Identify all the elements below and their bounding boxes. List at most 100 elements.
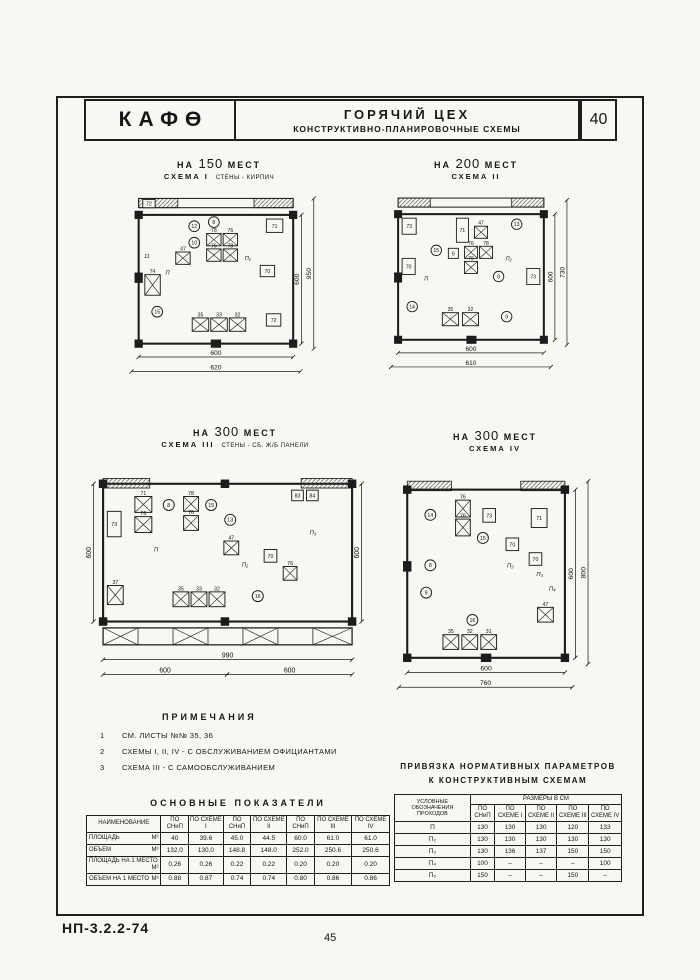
passage-size-value: 100 [588,856,622,870]
indicator-value: 0.88 [160,872,189,886]
dimension-tick [91,619,96,624]
note-text: СХЕМА III - С САМООБСЛУЖИВАНИЕМ [122,763,276,772]
indicators-name-header: НАИМЕНОВАНИЕ [85,815,162,833]
equipment-label: 33 [216,312,222,318]
passage-label: П₂ [245,256,252,262]
equipment-label: 16 [469,618,475,624]
equipment-box [265,313,282,327]
passage-label: П [424,276,428,282]
passage-symbol: П [394,820,471,834]
dimension-label: 600 [354,547,361,559]
plan-3-seats: 300 [214,424,240,439]
plan-1-walls [134,197,298,348]
equipment-box [106,510,122,538]
indicators-col-header: ПО СНиП [222,815,252,833]
plan-2-schema: СХЕМА II [378,172,574,181]
equipment-box [526,267,541,285]
dimension-label: 600 [480,665,492,672]
passage-label: П₂ [507,563,514,569]
equipment-circle [500,310,513,323]
dimension-label: 600 [547,271,554,282]
equipment-box [528,552,543,566]
equipment-label: 32 [214,586,220,592]
equipment-label: 76 [211,243,217,249]
dimension-tick [290,354,296,360]
indicator-value: 61.0 [351,831,390,845]
passage-symbol: П₃ [394,844,471,858]
dimension-tick [311,196,317,201]
equipment-label: 76 [227,228,233,234]
plan-3-annotation: СТЕНЫ - СБ. Ж/Б ПАНЕЛИ [221,443,309,449]
dimension-label: 760 [480,680,492,687]
binding-col-header: ПО СХЕМЕ III [556,804,590,822]
dimension-label: 610 [466,360,477,367]
dimension-tick [311,346,317,352]
passage-label: П₂ [506,256,513,262]
plan-4-schema: СХЕМА IV [382,444,608,453]
passage-size-value: 130 [469,844,496,858]
indicators-col-header: ПО СХЕМЕ I [188,815,224,833]
equipment-label: 14 [409,304,415,310]
indicator-value: 0.22 [250,855,288,874]
dimension-tick [585,661,591,667]
document-number: НП-3.2.2-74 [62,920,150,936]
dimension-tick [552,211,558,217]
equipment-circle [430,244,442,257]
equipment-label: 32 [235,312,241,318]
passage-label: П₄ [549,587,556,593]
equipment-label: 70 [265,269,271,275]
equipment-circle [205,498,218,511]
passage-size-value: 150 [469,868,496,882]
equipment-box [401,257,416,275]
note-text: СМ. ЛИСТЫ №№ 35, 36 [122,731,214,740]
dimension-label: 600 [159,667,171,674]
dimension-tick [562,670,568,675]
equipment-label: 15 [154,310,160,316]
plan-1-annotation: СТЕНЫ - КИРПИЧ [215,175,275,181]
plan-4-title-suffix: МЕСТ [503,432,537,442]
indicators-title: ОСНОВНЫЕ ПОКАЗАТЕЛИ [150,798,326,808]
passage-size-value: – [524,868,558,882]
plan-1-title-suffix: МЕСТ [227,160,261,170]
equipment-box [455,217,469,243]
plan-2-title: НА 200 МЕСТ [378,156,574,171]
note-item: 1 СМ. ЛИСТЫ №№ 35, 36 [100,731,402,740]
passage-size-value: 137 [524,844,558,858]
dimension-label: 620 [210,364,221,371]
equipment-circle [420,586,433,599]
plan-1-title: НА 150 МЕСТ [116,156,322,171]
equipment-label: 35 [448,629,454,635]
dimension-label: 730 [559,267,566,278]
dimension-tick [573,487,578,493]
indicator-value: 0.86 [313,872,353,886]
dimension-label: 800 [580,567,587,579]
notes-title: ПРИМЕЧАНИЯ [162,712,257,722]
passage-label: П₃ [310,531,317,537]
indicators-col-header: ПО СХЕМЕ IV [351,815,390,833]
dimension-tick [100,657,106,663]
equipment-label: 12 [191,224,197,230]
equipment-label: 9 [425,591,428,597]
dimension-tick [91,481,96,487]
passage-size-value: 130 [556,832,590,846]
indicator-value: 250.6 [313,843,353,857]
plan-4-walls [403,480,570,663]
dimension-tick [388,364,394,370]
binding-group-header: РАЗМЕРЫ В СМ [469,794,623,806]
indicator-unit: М² [151,834,159,841]
dimension-tick [129,369,134,374]
indicator-value: 148.0 [250,843,288,857]
note-number: 3 [100,763,105,772]
indicators-col-header: ПО СНиП [160,815,189,833]
binding-col-header: ПО СХЕМЕ IV [588,804,622,822]
